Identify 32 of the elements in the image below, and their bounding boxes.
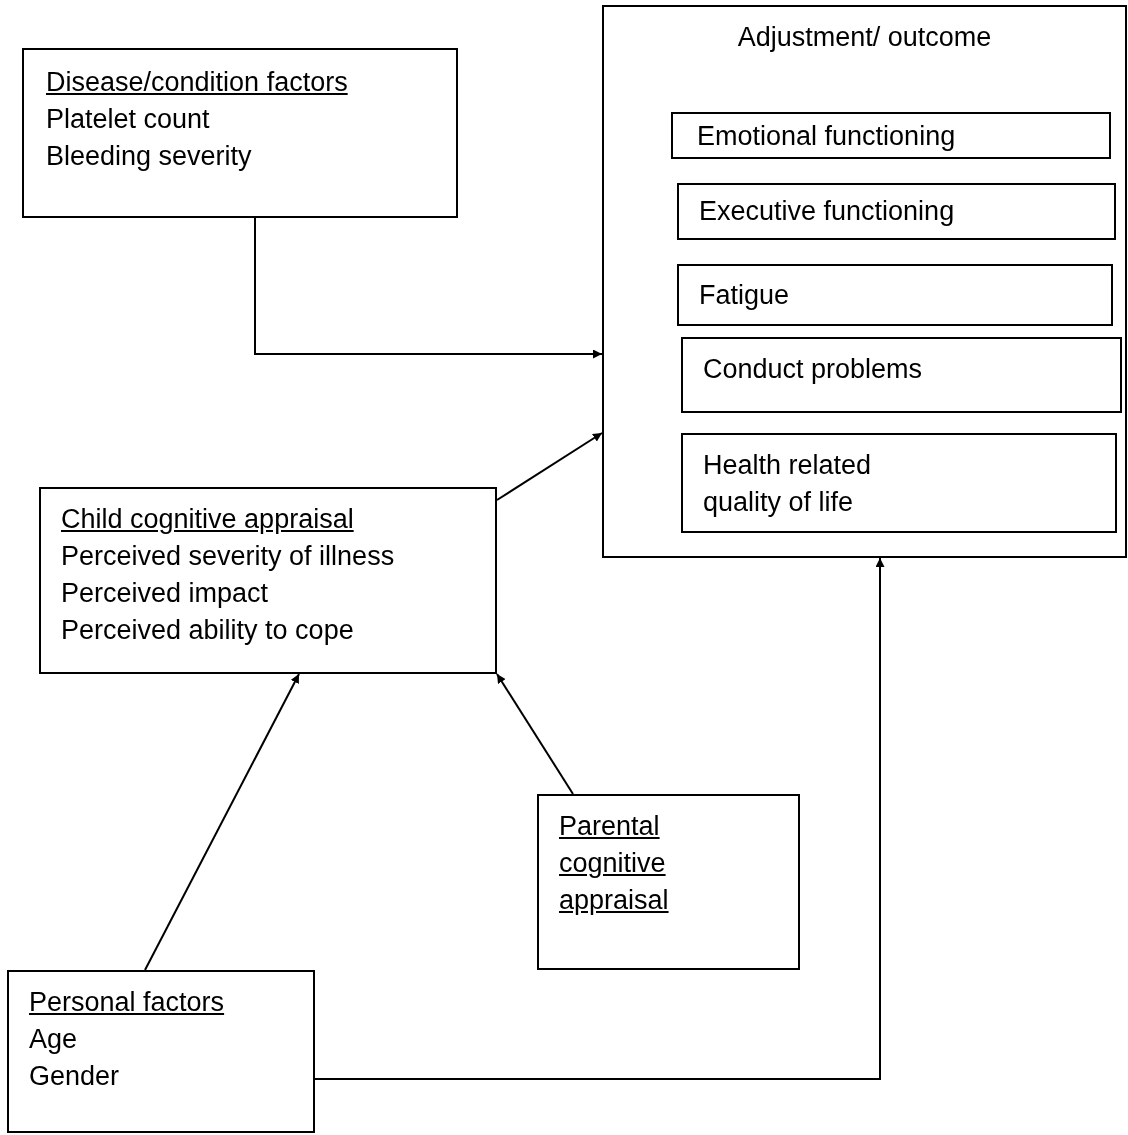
node-label: Emotional functioning [697,120,956,153]
group-heading: Parental cognitive appraisal [559,810,670,917]
arrow [254,217,603,359]
node-label: Conduct problems [703,353,923,386]
node-label: Fatigue [699,279,790,312]
factor-box [22,48,458,218]
factor-item: Bleeding severity [46,140,252,173]
factor-box [537,794,800,970]
node-label: Executive functioning [699,195,955,228]
factor-box [602,5,1127,558]
factor-item: Perceived severity of illness [61,540,395,573]
outcome-box [677,264,1113,326]
outcome-box [671,112,1111,159]
group-heading: Disease/condition factors [46,66,348,99]
arrow [496,432,603,501]
factor-item: Perceived ability to cope [61,614,354,647]
arrow [144,673,300,971]
factor-box [39,487,497,674]
outcome-box [681,433,1117,533]
outcome-box [677,183,1116,240]
arrow [496,673,574,795]
node-label: Adjustment/ outcome [736,21,993,54]
group-heading: Personal factors [29,986,225,1019]
group-heading: Child cognitive appraisal [61,503,354,536]
factor-item: Age [29,1023,78,1056]
factor-item: Perceived impact [61,577,269,610]
factor-item: Platelet count [46,103,210,136]
outcome-box [681,337,1122,413]
factor-item: Gender [29,1060,120,1093]
factor-box [7,970,315,1133]
node-label: Health related quality of life [703,449,873,519]
arrow [314,557,885,1080]
